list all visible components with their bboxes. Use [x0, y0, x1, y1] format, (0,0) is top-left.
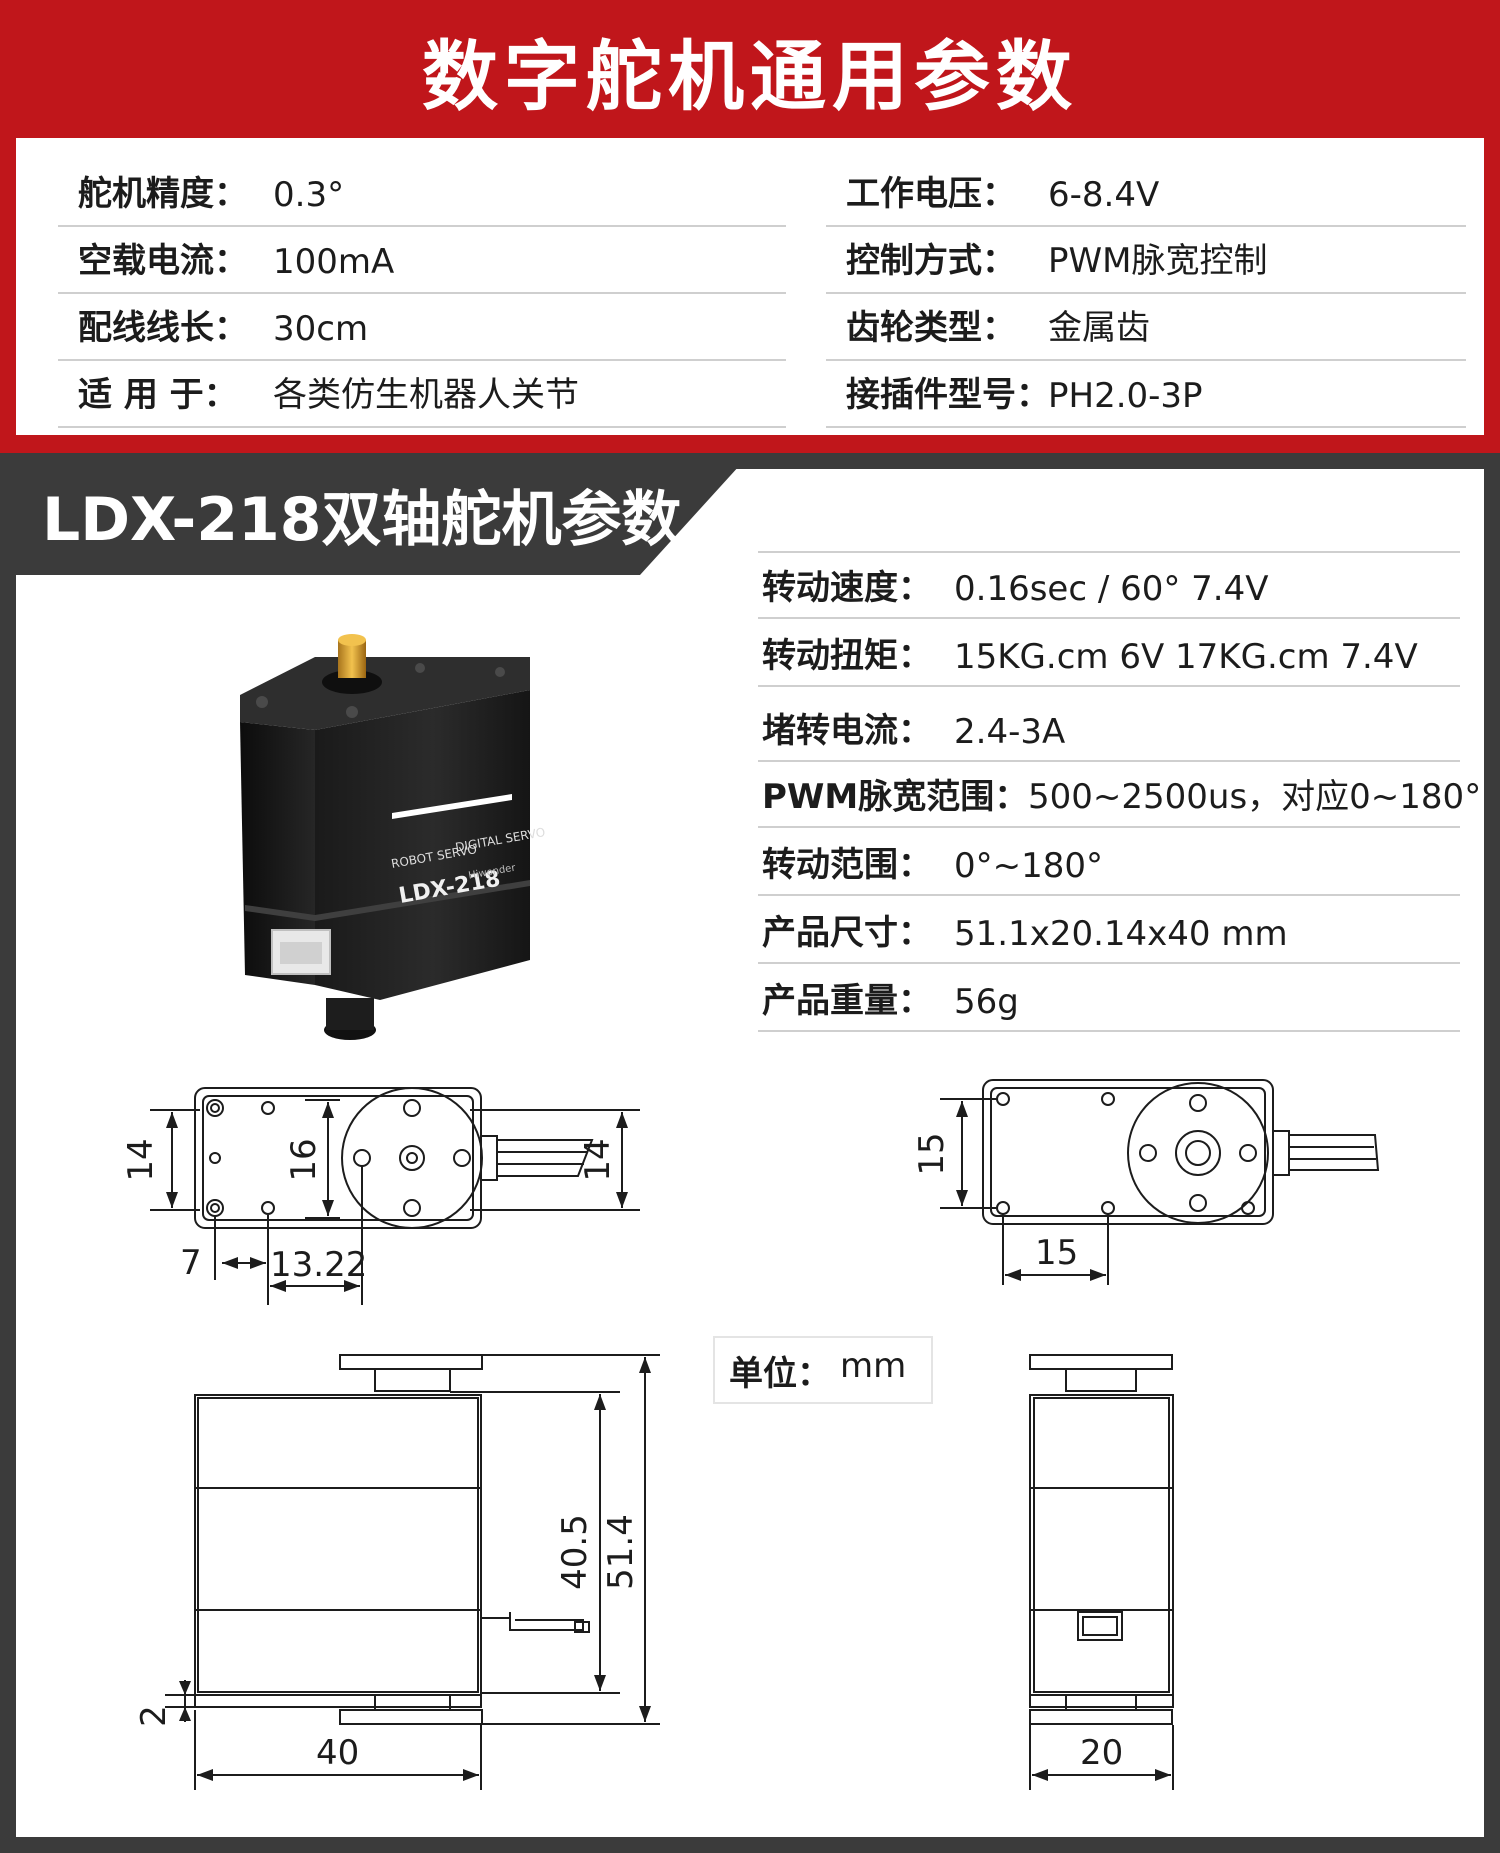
- spec-value: 100mA: [273, 242, 395, 282]
- spec-row-precision: 舵机精度： 0.3°: [58, 160, 786, 227]
- spec-label: 接插件型号：: [846, 375, 1050, 415]
- spec-value: 金属齿: [1048, 308, 1150, 348]
- model-section-title: LDX-218双轴舵机参数: [42, 485, 682, 555]
- dim-front-width: 40: [316, 1733, 359, 1773]
- spec-label: 产品尺寸：: [762, 913, 932, 953]
- spec-value: PWM脉宽控制: [1048, 241, 1268, 281]
- dim-bottom-height: 15: [912, 1132, 952, 1175]
- side-view-body: [1029, 1394, 1174, 1696]
- spec-value: 500~2500us，对应0~180°: [1028, 777, 1482, 817]
- spec-row-torque: 转动扭矩： 15KG.cm 6V 17KG.cm 7.4V: [758, 619, 1460, 687]
- spec-value: 56g: [954, 982, 1019, 1022]
- spec-row-connector: 接插件型号： PH2.0-3P: [826, 361, 1466, 428]
- spec-row-speed: 转动速度： 0.16sec / 60° 7.4V: [758, 553, 1460, 619]
- top-view-body: [194, 1087, 482, 1229]
- dim-top-inner-height: 16: [284, 1138, 324, 1181]
- general-specs-left-column: 舵机精度： 0.3° 空载电流： 100mA 配线线长： 30cm 适 用 于：…: [58, 160, 786, 428]
- front-view-body: [194, 1394, 482, 1696]
- unit-value: mm: [840, 1346, 907, 1386]
- dim-top-spacing: 13.22: [270, 1245, 367, 1285]
- spec-label: 产品重量：: [762, 981, 932, 1021]
- spec-value: 0.3°: [273, 175, 345, 215]
- dim-top-left-height: 14: [121, 1138, 161, 1181]
- spec-label: 堵转电流：: [762, 711, 932, 751]
- spec-row-size: 产品尺寸： 51.1x20.14x40 mm: [758, 896, 1460, 964]
- spec-value: 6-8.4V: [1048, 175, 1160, 215]
- dim-front-base-gap: 2: [134, 1705, 174, 1727]
- front-view-top-horn: [339, 1354, 483, 1370]
- spec-value: 2.4-3A: [954, 712, 1066, 752]
- spec-row-weight: 产品重量： 56g: [758, 964, 1460, 1032]
- dim-top-offset: 7: [180, 1243, 202, 1283]
- spec-label: 转动范围：: [762, 845, 932, 885]
- spec-label: 工作电压：: [846, 174, 1016, 214]
- spec-row-voltage: 工作电压： 6-8.4V: [826, 160, 1466, 227]
- side-view-top-horn: [1029, 1354, 1173, 1370]
- general-specs-panel: 舵机精度： 0.3° 空载电流： 100mA 配线线长： 30cm 适 用 于：…: [16, 138, 1484, 435]
- dim-top-right-height: 14: [578, 1138, 618, 1181]
- general-specs-right-column: 工作电压： 6-8.4V 控制方式： PWM脉宽控制 齿轮类型： 金属齿 接插件…: [826, 160, 1466, 428]
- spec-label: 舵机精度：: [78, 174, 248, 214]
- general-section-title: 数字舵机通用参数: [422, 32, 1078, 121]
- unit-label: 单位：: [729, 1354, 831, 1394]
- spec-row-rotation-range: 转动范围： 0°~180°: [758, 828, 1460, 896]
- spec-label: 齿轮类型：: [846, 308, 1016, 348]
- dim-front-total-height: 51.4: [601, 1514, 641, 1590]
- spec-row-application: 适 用 于： 各类仿生机器人关节: [58, 361, 786, 428]
- spec-row-gear-type: 齿轮类型： 金属齿: [826, 294, 1466, 361]
- spec-value: 各类仿生机器人关节: [273, 375, 579, 415]
- spec-value: 51.1x20.14x40 mm: [954, 914, 1288, 954]
- spec-value: 0°~180°: [954, 846, 1104, 886]
- spec-label: 配线线长：: [78, 308, 248, 348]
- side-view-connector: [1077, 1611, 1123, 1641]
- unit-box: 单位： mm: [713, 1336, 933, 1404]
- spec-label: PWM脉宽范围：: [762, 777, 1029, 817]
- dim-bottom-spacing: 15: [1035, 1233, 1078, 1273]
- spec-row-stall-current: 堵转电流： 2.4-3A: [758, 687, 1460, 762]
- spec-row-pwm-range: PWM脉宽范围： 500~2500us，对应0~180°: [758, 762, 1481, 828]
- spec-label: 转动速度：: [762, 568, 932, 608]
- model-title-banner: [0, 465, 740, 575]
- spec-label: 转动扭矩：: [762, 636, 932, 676]
- spec-label: 控制方式：: [846, 241, 1016, 281]
- spec-value: 0.16sec / 60° 7.4V: [954, 569, 1269, 609]
- spec-label: 空载电流：: [78, 241, 248, 281]
- spec-row-idle-current: 空载电流： 100mA: [58, 227, 786, 294]
- spec-value: PH2.0-3P: [1048, 376, 1203, 416]
- spec-row-control-mode: 控制方式： PWM脉宽控制: [826, 227, 1466, 294]
- dim-side-width: 20: [1080, 1733, 1123, 1773]
- spec-row-wire-length: 配线线长： 30cm: [58, 294, 786, 361]
- model-spec-list: 转动速度： 0.16sec / 60° 7.4V 转动扭矩： 15KG.cm 6…: [758, 551, 1481, 1032]
- spec-value: 30cm: [273, 309, 369, 349]
- dim-front-body-height: 40.5: [555, 1514, 595, 1590]
- spec-value: 15KG.cm 6V 17KG.cm 7.4V: [954, 637, 1418, 677]
- spec-label: 适 用 于：: [78, 375, 238, 415]
